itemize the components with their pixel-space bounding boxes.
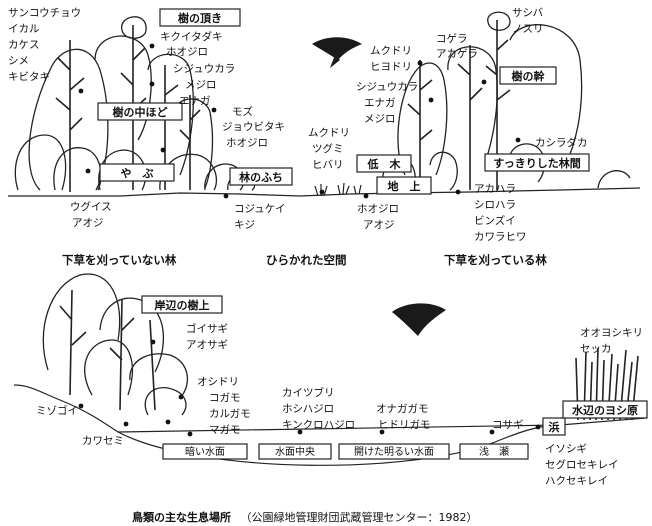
birds-goi: ミゾゴイ (36, 404, 78, 417)
zone-shallows: 浅 瀬 (459, 443, 529, 460)
reeds (575, 347, 639, 421)
box-low-tree: 低 木 (356, 154, 412, 173)
label-ground: 地 上 (388, 179, 421, 193)
box-reed: 水辺のヨシ原 (562, 400, 648, 419)
bottom-panel: 岸辺の樹上 浜 水辺のヨシ原 暗い水面 水面中央 開けた明るい水面 浅 瀬 (13, 273, 648, 487)
birds-woodpeckers: コゲラ アカゲラ (436, 33, 478, 60)
svg-text:暗い水面: 暗い水面 (185, 445, 225, 458)
birds-raptors: サシバ ノスリ (512, 7, 547, 35)
birds-mid-right: モズ ジョウビタキ ホオジロ (222, 105, 288, 149)
top-panel: 樹の頂き 樹の中ほど や ぶ 林のふち 低 木 地 上 樹の幹 すっきりした林 (8, 7, 641, 267)
zone-center-water: 水面中央 (258, 443, 332, 460)
label-beach: 浜 (549, 420, 560, 434)
flying-bird-top (312, 37, 362, 68)
label-canopy: 樹の頂き (178, 11, 222, 25)
zone-dark-water: 暗い水面 (162, 443, 248, 460)
birds-ground-below: ホオジロ アオジ (357, 203, 402, 231)
birds-thrushes: アカハラ シロハラ ビンズイ カワラヒワ (474, 183, 527, 243)
box-bush: や ぶ (99, 163, 175, 182)
svg-text:開けた明るい水面: 開けた明るい水面 (354, 446, 434, 458)
right-forest (382, 11, 631, 192)
birds-open: オナガガモ ヒドリガモ (376, 403, 432, 431)
birds-bush-below: ウグイス アオジ (70, 200, 115, 229)
birds-mid: シジュウカラ メジロ エナガ (173, 63, 239, 107)
shore-trees (42, 273, 189, 416)
svg-text:浅 瀬: 浅 瀬 (479, 445, 509, 458)
label-clear-understory: すっきりした林間 (493, 156, 581, 170)
label-trunk: 樹の幹 (512, 69, 545, 83)
birds-shallow: コサギ (492, 419, 524, 431)
footer: 鳥類の主な生息場所 （公園緑地管理財団武蔵管理センター：1982） (132, 510, 478, 524)
birds-center: カイツブリ ホシハジロ キンクロハジロ (282, 386, 355, 431)
birds-canopy: キクイタダキ ホオジロ (160, 30, 226, 58)
birds-reed-birds: オオヨシキリ セッカ (580, 327, 646, 355)
flying-bird-bottom (392, 303, 446, 336)
birds-left-top: サンコウチョウ イカル カケス シメ キビタキ (8, 7, 84, 83)
zone-open-water: 開けた明るい水面 (338, 443, 450, 460)
label-mid-tree: 樹の中ほど (113, 105, 168, 119)
box-clear-understory: すっきりした林間 (484, 153, 590, 172)
label-reed: 水辺のヨシ原 (572, 403, 638, 417)
box-forest-edge: 林のふち (229, 167, 293, 186)
top-markers (78, 43, 521, 199)
bottom-markers (78, 339, 541, 437)
box-canopy: 樹の頂き (159, 8, 241, 27)
caption-left: 下草を刈っていない林 (62, 253, 177, 267)
label-bush: や ぶ (121, 167, 154, 180)
pond-surface (117, 424, 561, 433)
box-beach: 浜 (542, 417, 566, 436)
svg-text:水面中央: 水面中央 (275, 445, 315, 458)
birds-waders: イソシギ セグロセキレイ ハクセキレイ (545, 443, 622, 487)
box-trunk: 樹の幹 (499, 66, 557, 85)
birds-right-mid: シジュウカラ エナガ メジロ (356, 81, 422, 125)
birds-kingfisher: カワセミ (82, 435, 124, 447)
label-low-tree: 低 木 (367, 157, 402, 171)
label-forest-edge: 林のふち (239, 170, 283, 184)
birds-right-upper-left: ムクドリ ヒヨドリ (370, 45, 415, 73)
caption-middle: ひらかれた空間 (266, 253, 347, 267)
caption-right: 下草を刈っている林 (444, 253, 547, 267)
birds-edge-below: コジュケイ キジ (234, 203, 289, 231)
label-shore-tree: 岸辺の樹上 (155, 298, 210, 312)
top-ground-line (8, 187, 641, 197)
box-mid-tree: 樹の中ほど (97, 102, 183, 121)
birds-ducks-dark: オシドリ コガモ カルガモ マガモ (197, 376, 254, 436)
birds-open-space: ムクドリ ツグミ ヒバリ (308, 127, 353, 171)
box-ground: 地 上 (376, 176, 432, 195)
birds-herons: ゴイサギ アオサギ (186, 322, 231, 351)
box-shore-tree: 岸辺の樹上 (141, 295, 223, 314)
birds-jay: カシラダカ (535, 136, 588, 149)
